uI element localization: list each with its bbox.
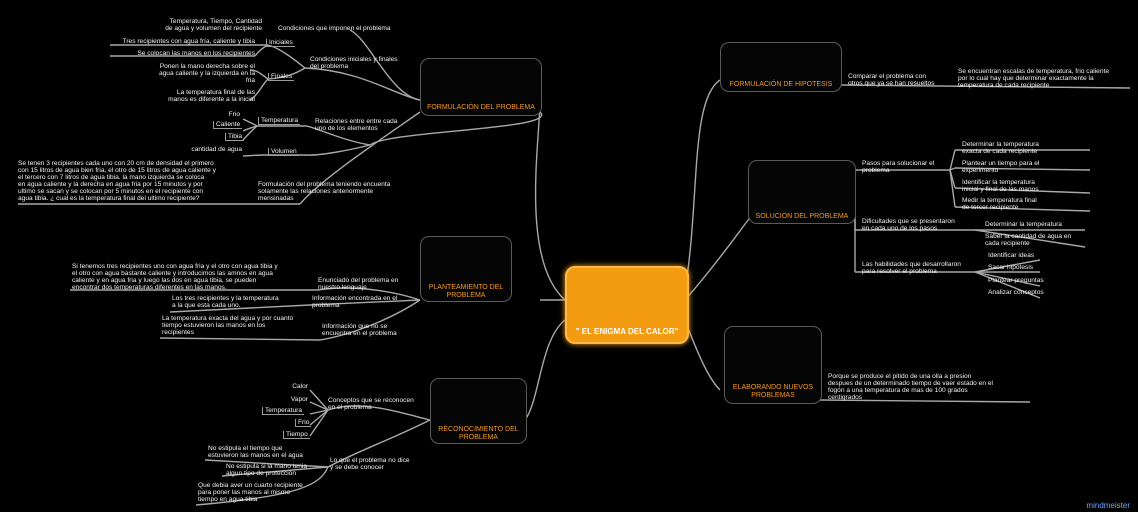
tiempo-concepto[interactable]: Tiempo [283,431,310,439]
caliente-node[interactable]: Caliente [213,121,243,129]
iniciales-detalle-1[interactable]: Tres recipientes con agua fría, caliente… [122,38,255,45]
informacion-label[interactable]: Información encontrada en el problema [312,295,398,309]
condiciones-detalle[interactable]: Temperatura, Tiempo, Cantidad de agua y … [165,18,262,32]
habilidades-label[interactable]: Las habilidades que desarrollaron para r… [862,261,961,275]
brand-watermark: mindmeister [1086,501,1130,510]
frio-node[interactable]: Frio [228,111,240,118]
iniciales[interactable]: Iniciales [266,39,295,47]
topic-elaborando[interactable]: ELABORANDO NUEVOS PROBLEMAS [724,326,822,404]
dificultades-label[interactable]: Dificultades que se presentaron en cada … [862,218,955,232]
no-se-encuentra-label[interactable]: Información que no se encuentra en el pr… [322,323,397,337]
paso-4[interactable]: Medir la temperatura final de tercer rec… [962,197,1037,211]
pasos-label[interactable]: Pasos para solucionar el problema [862,160,935,174]
habilidad-2[interactable]: Sacar hipotesis [988,264,1034,271]
topic-planteamiento-label: PLANTEAMIENTO DEL PROBLEMA [428,284,504,299]
temperatura-concepto[interactable]: Temperatura [262,407,305,415]
comparar-label[interactable]: Comparar el problema con otros que ya se… [848,73,935,87]
paso-2[interactable]: Plantear un tiempo para el experimento [962,160,1040,174]
finales-detalle-2[interactable]: La temperatura final de las manos es dif… [168,89,255,103]
conceptos-label[interactable]: Conceptos que se reconocen en el problem… [328,397,414,411]
no-dice-3[interactable]: Que debia aver un cuarto recipiente para… [198,482,303,503]
formulacion-label[interactable]: Formulación del problema teniendo encuen… [258,181,391,202]
enunciado-label[interactable]: Enunciado del problema en nuestro lengua… [318,277,399,291]
relaciones-elementos[interactable]: Relaciones entre entre cada uno de los e… [315,118,398,132]
central-topic-label: " EL ENIGMA DEL CALOR" [575,327,679,336]
cantidad-agua-node[interactable]: cantidad de agua [191,146,242,153]
comparar-texto[interactable]: Se encuentran escalas de temperatura, fr… [958,68,1110,89]
condiciones-iniciales-finales[interactable]: Condiciones iniciales y finales del prob… [310,56,398,70]
topic-planteamiento[interactable]: PLANTEAMIENTO DEL PROBLEMA [420,236,512,302]
paso-3[interactable]: Identificar la temperatura inicial y fin… [962,179,1039,193]
no-se-encuentra-texto[interactable]: La temperatura exacta del agua y por cua… [162,315,294,336]
iniciales-detalle-2[interactable]: Se colocan las manos en los recipientes [137,50,255,57]
paso-1[interactable]: Determinar la temperatura exacta de cada… [962,141,1039,155]
topic-formulacion[interactable]: FORMULACIÓN DEL PROBLEMA [420,58,542,116]
topic-reconocimiento[interactable]: RECONOCIMIENTO DEL PROBLEMA [430,378,527,444]
vapor-node[interactable]: Vapor [290,396,308,403]
finales[interactable]: Finales [268,73,295,81]
central-topic[interactable]: " EL ENIGMA DEL CALOR" [565,266,689,344]
no-dice-label[interactable]: Lo que el problema no dice y se debe con… [330,457,410,471]
topic-hipotesis[interactable]: FORMULACIÓN DE HIPOTESIS [720,42,842,92]
frio-concepto[interactable]: Frio [295,419,312,427]
informacion-texto[interactable]: Los tres recipientes y la temperatura a … [172,295,279,309]
elaborando-texto[interactable]: Porque se produce el pitido de una olla … [828,373,993,401]
calor-node[interactable]: Calor [292,383,308,390]
habilidad-1[interactable]: Identificar ideas [988,252,1035,259]
no-dice-2[interactable]: No estipula si la mano tenia algun tipo … [226,463,308,477]
habilidad-3[interactable]: Plantear preguntas [988,277,1044,284]
topic-formulacion-label: FORMULACIÓN DEL PROBLEMA [427,103,535,111]
topic-elaborando-label: ELABORANDO NUEVOS PROBLEMAS [732,384,814,399]
dificultad-1[interactable]: Determinar la temperatura [985,221,1062,228]
dificultad-2[interactable]: Saber la cantidad de agua en cada recipi… [985,233,1072,247]
formulacion-texto[interactable]: Se tenen 3 recipientes cada uno con 20 c… [18,160,216,202]
condiciones-imponen[interactable]: Condiciones que imponen el problema [278,25,391,32]
habilidad-4[interactable]: Analizar conceptos [988,289,1044,296]
no-dice-1[interactable]: No estipula el tiempo que estuvieron las… [208,445,303,459]
topic-solucion[interactable]: SOLUCION DEL PROBLEMA [748,160,856,224]
enunciado-texto[interactable]: Si tenemos tres recipientes uno con agua… [72,263,278,291]
topic-hipotesis-label: FORMULACIÓN DE HIPOTESIS [729,80,833,88]
topic-solucion-label: SOLUCION DEL PROBLEMA [755,212,849,220]
topic-reconocimiento-label: RECONOCIMIENTO DEL PROBLEMA [438,426,519,441]
volumen-node[interactable]: Volumen [268,148,299,156]
tibia-node[interactable]: Tibia [225,133,245,141]
temperatura-node[interactable]: Temperatura [258,117,301,125]
finales-detalle-1[interactable]: Ponen la mano derecha sobre el agua cali… [158,63,255,84]
